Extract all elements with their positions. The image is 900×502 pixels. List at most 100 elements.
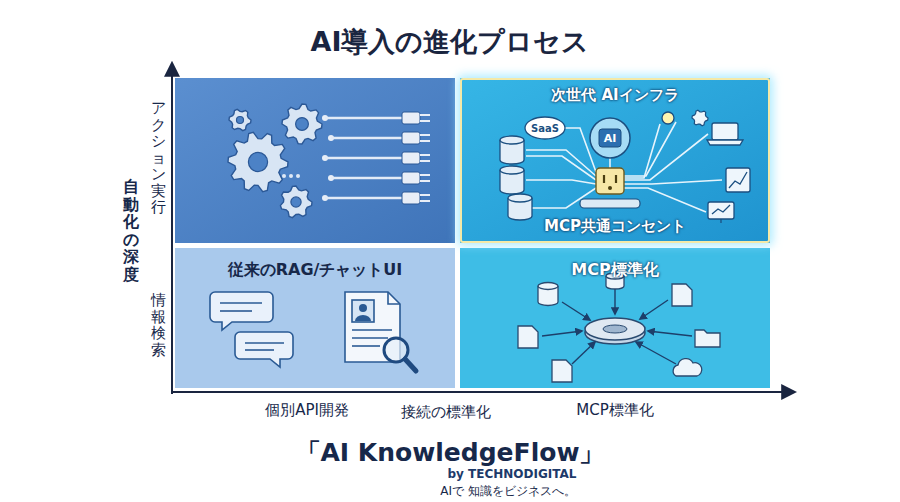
device-icons [726,168,750,192]
cloud-label: SaaS [531,123,559,134]
dots [296,174,300,178]
quadrant-panels [460,248,770,388]
plug-icons [420,180,430,182]
wires [624,122,676,176]
plug-icons [322,112,430,204]
brand-name: 「AI KnowledgeFlow」 [296,436,605,469]
plug-icons [402,172,420,184]
axes [171,64,173,394]
quadrant-panels [460,78,770,243]
device-icons [708,202,734,219]
device-icons [662,112,750,223]
gear-icons [280,186,312,218]
source-icons [673,359,702,376]
magnifier-icon [384,338,416,371]
quadrant-panels [175,78,770,388]
plug-icons [420,140,430,142]
quadrant-panels [175,78,455,243]
plug-icons [420,114,430,116]
axis-tick: 情報検索 [151,292,166,358]
plug-icons [331,137,402,139]
gear-icons [248,152,267,171]
source-icons [552,360,572,382]
document-icon [352,345,380,347]
dots [282,174,300,178]
gear-icon [692,110,708,125]
wires [526,156,596,180]
device-icons [729,172,747,188]
document-icon [352,337,388,339]
hub-disk [603,325,627,333]
magnifier-icon [405,359,416,371]
gear-icons [236,116,243,123]
chat-bubbles [235,332,293,367]
gear-icons [291,197,301,207]
plug-icons [402,192,420,204]
device-icons [720,219,721,223]
hub-arrows [636,342,676,364]
chat-bubbles [220,310,252,312]
plug-icons [402,112,420,124]
plug-icons [420,194,430,196]
axes [171,391,794,393]
wires [624,134,708,180]
source-icons [518,273,720,382]
database-icons [508,194,532,202]
ai-brain-chip [590,118,630,158]
plug-icons [331,177,402,179]
socket-icon [580,199,640,208]
axis-tick: MCP標準化 [576,401,653,420]
plug-icons [420,200,430,202]
highlight-quadrant: 次世代 AIインフラ MCP共通コンセント [460,78,770,243]
quadrant-panels [175,248,455,388]
socket-icon [608,186,612,190]
quadrant-caption: MCP共通コンセント [544,217,686,236]
plug-icons [420,174,430,176]
cloud-icon [525,117,565,139]
dots [289,174,293,178]
gear-icons [228,104,322,218]
gear-icons [229,109,251,130]
hub-arrows [542,331,582,336]
gear-icons [282,104,322,144]
wires [526,180,596,184]
chat-bubbles [210,292,293,367]
quadrant-heading: 次世代 AIインフラ [551,86,678,105]
axis-tick: 個別API開発 [265,401,349,420]
source-icons [538,283,558,290]
brand-tagline: AIで 知識をビジネスへ。 [440,483,576,500]
chat-bubbles [210,292,273,330]
socket-icon [615,175,617,183]
document-icon [388,292,400,304]
plug-icons [402,152,420,164]
ai-brain-chip [599,129,621,147]
diagram-title: AI導入の進化プロセス [311,24,590,60]
quadrant-box: MCP標準化 [460,248,770,388]
gear-icon [692,110,708,125]
wires [609,158,611,168]
hub-arrows [542,288,692,364]
device-icons [712,205,730,214]
quadrant-box: 従来のRAG/チャットUI [175,248,455,388]
plug-icons [420,154,430,156]
axes [171,64,794,394]
database-icons [500,136,532,220]
socket-icon [603,175,605,183]
hub-arrows [572,342,595,364]
quadrant-heading: MCP標準化 [571,260,658,281]
hub-arrows [648,331,692,336]
plug-icons [325,197,402,199]
document-icon [352,329,392,331]
plug-icons [420,160,430,162]
database-icons [500,136,524,144]
chat-bubbles [220,302,262,304]
device-icons [662,112,674,124]
database-icons [500,166,524,174]
source-icons [518,326,538,348]
hub-arrows [614,288,615,314]
gear-icons [296,118,309,131]
socket-icon [580,168,640,208]
chat-bubbles [245,342,284,344]
socket-icon [596,168,624,194]
device-icons [707,140,743,145]
